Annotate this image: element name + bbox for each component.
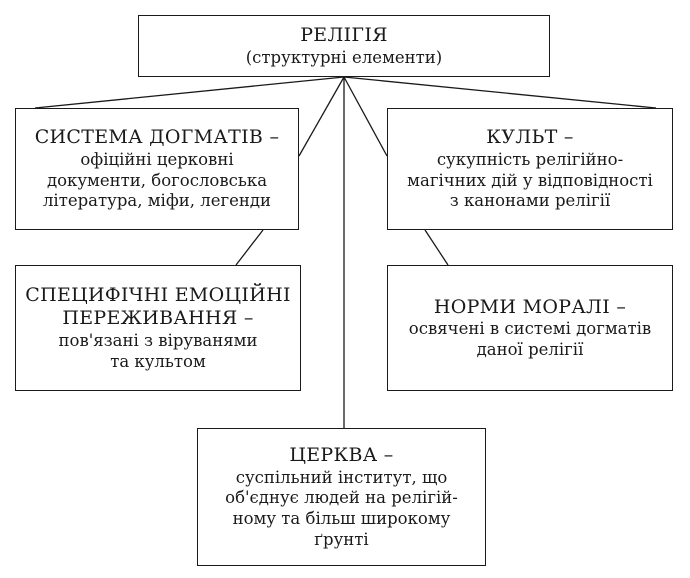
morals-box: НОРМИ МОРАЛІ – освячені в системі догмат… <box>387 265 673 391</box>
connector-religion-dogma <box>34 76 345 109</box>
emotions-box: СПЕЦИФІЧНІ ЕМОЦІЙНІ ПЕРЕЖИВАННЯ – пов'яз… <box>15 265 301 391</box>
cult-title: КУЛЬТ – <box>486 126 574 149</box>
cult-box: КУЛЬТ – сукупність релігійно- магічних д… <box>387 108 673 230</box>
church-line: суспільний інститут, що <box>235 467 448 487</box>
dogma-line: документи, богословська <box>46 170 268 190</box>
religion-subtitle: (структурні елементи) <box>245 47 443 67</box>
church-title: ЦЕРКВА – <box>289 443 394 466</box>
cult-line: сукупність релігійно- <box>436 149 624 169</box>
religion-box: РЕЛІГІЯ (структурні елементи) <box>138 15 550 77</box>
dogma-system-title: СИСТЕМА ДОГМАТІВ – <box>34 126 280 149</box>
cult-line: магічних дій у відповідності <box>407 170 653 190</box>
church-line: ному та більш широкому <box>232 508 451 528</box>
cult-description: сукупність релігійно- магічних дій у від… <box>407 150 653 212</box>
dogma-system-box: СИСТЕМА ДОГМАТІВ – офіційні церковні док… <box>15 108 299 230</box>
morals-title: НОРМИ МОРАЛІ – <box>433 295 627 318</box>
church-description: суспільний інститут, що об'єднує людей н… <box>225 468 458 551</box>
cult-line: з канонами релігії <box>449 191 611 211</box>
connector-cult-morals <box>424 229 449 266</box>
church-line: об'єднує людей на релігій- <box>225 488 458 508</box>
connector-dogma-emotions <box>235 229 264 266</box>
emotions-line: та культом <box>110 351 206 371</box>
morals-description: освячені в системі догматів даної релігі… <box>409 319 651 360</box>
emotions-title: СПЕЦИФІЧНІ ЕМОЦІЙНІ ПЕРЕЖИВАННЯ – <box>25 284 291 332</box>
dogma-line: література, міфи, легенди <box>42 191 272 211</box>
connector-religion-dogma-side <box>298 76 345 157</box>
morals-line: освячені в системі догматів <box>408 319 652 339</box>
connector-religion-cult <box>343 76 388 157</box>
church-box: ЦЕРКВА – суспільний інститут, що об'єдну… <box>197 428 486 566</box>
religion-title: РЕЛІГІЯ <box>300 23 388 46</box>
connector-religion-cult-top <box>343 76 657 109</box>
emotions-description: пов'язані з віруванями та культом <box>59 331 258 372</box>
emotions-title-line: ПЕРЕЖИВАННЯ – <box>62 307 254 330</box>
emotions-title-line: СПЕЦИФІЧНІ ЕМОЦІЙНІ <box>25 283 291 306</box>
church-line: ґрунті <box>314 529 369 549</box>
dogma-system-description: офіційні церковні документи, богословськ… <box>43 150 271 212</box>
morals-line: даної релігії <box>476 339 584 359</box>
dogma-line: офіційні церковні <box>80 149 234 169</box>
emotions-line: пов'язані з віруванями <box>58 331 258 351</box>
